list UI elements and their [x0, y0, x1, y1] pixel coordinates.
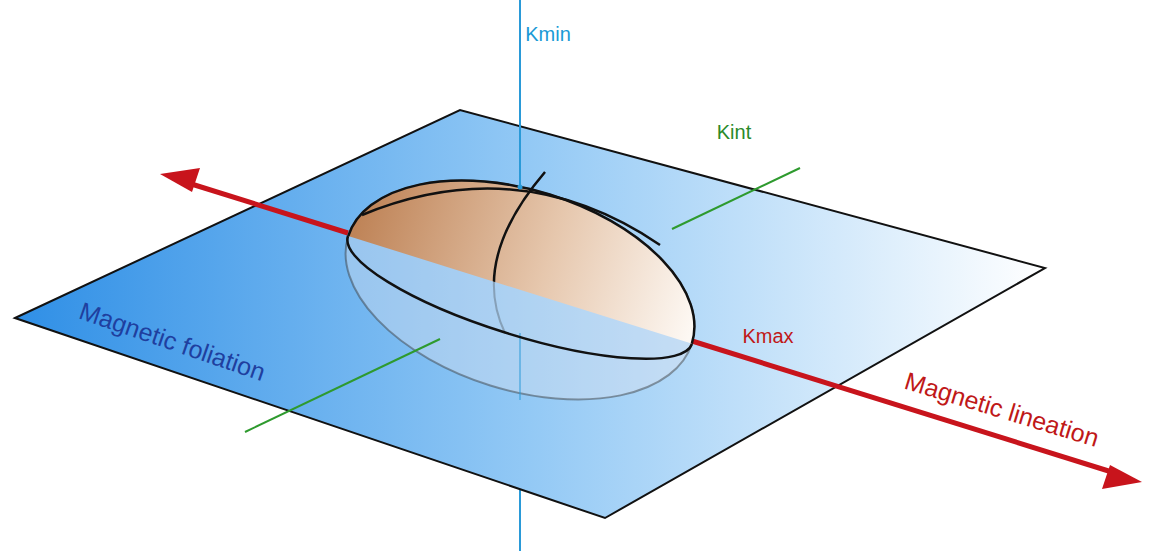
kmax-axis — [185, 182, 348, 233]
axis-label: Kmax — [742, 325, 793, 347]
section-line — [494, 172, 545, 333]
kmin-axis — [519, 0, 521, 187]
section-line — [362, 189, 660, 245]
arrowhead — [160, 168, 200, 192]
axis-label: Kint — [717, 121, 751, 143]
equator-line — [347, 236, 692, 359]
axis-label: Kmin — [525, 23, 571, 45]
ellipsoid-upper — [318, 141, 721, 439]
kint-axis — [245, 339, 440, 432]
kint-axis — [672, 168, 800, 229]
ellipsoid-lower — [318, 141, 721, 439]
arrowhead — [1102, 465, 1142, 489]
kmax-axis — [692, 341, 1115, 473]
foliation-plane — [15, 110, 1045, 518]
axis-label: Magnetic lineation — [899, 367, 1105, 454]
